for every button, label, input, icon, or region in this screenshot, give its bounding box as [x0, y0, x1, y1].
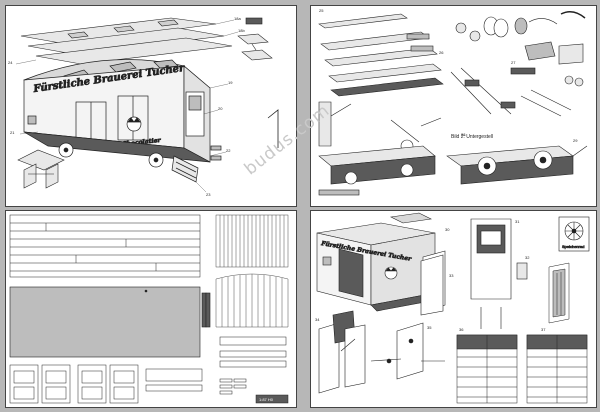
part-label: 35 — [427, 325, 432, 330]
part-label: 27 — [511, 60, 516, 65]
part-label: 21 — [10, 130, 15, 135]
part-label: 30 — [445, 227, 450, 232]
part-label: 25 — [319, 8, 324, 13]
sheet-code: 1:87 H0 — [259, 397, 274, 402]
loose-wall-panels — [318, 310, 366, 394]
part-label: 32 — [525, 255, 530, 260]
underframe-caption: Bild 2: Untergestell — [451, 134, 493, 140]
part-label: 20 — [218, 106, 223, 111]
interior-partition — [420, 254, 444, 316]
cabin-interior — [470, 218, 528, 329]
body-shell: Fürstliche Brauerei Tucher — [316, 222, 442, 312]
part-label: 26 — [439, 50, 444, 55]
assembly-sheet-underframe: 25 26 27 28 29 Bild 2: Untergestell — [310, 5, 597, 207]
part-label: 31 — [515, 219, 520, 224]
part-label: 23 — [206, 192, 211, 197]
lamp-bracket — [267, 109, 279, 148]
assembled-underframe-right — [446, 145, 588, 185]
carriage-body: Fürstliche Brauerei Tucher Chocolatier — [23, 59, 222, 183]
spoked-wheel-detail: Speichenrad — [558, 216, 590, 252]
buffer-beams — [406, 33, 434, 52]
part-label: 33 — [449, 273, 454, 278]
end-wall-panel — [215, 273, 289, 328]
part-label: 36 — [459, 327, 464, 332]
cut-parts-drawing: 1:87 H0 — [9, 214, 289, 404]
trim-strips — [145, 336, 287, 392]
carriage-sub-lettering: Chocolatier — [121, 137, 161, 148]
door-panels — [9, 364, 139, 404]
double-doors-right — [526, 334, 588, 404]
leader-lines — [15, 19, 239, 193]
small-fittings — [219, 378, 289, 404]
body-assembly-drawing: Fürstliche Brauerei Tucher Sp — [315, 212, 590, 404]
frame-rails — [318, 13, 444, 97]
step-unit — [17, 149, 65, 189]
carriage-assembly-drawing: Fürstliche Brauerei Tucher Chocolatier — [8, 16, 279, 197]
cut-parts-sheet: 1:87 H0 — [5, 210, 297, 408]
double-doors-left — [456, 334, 518, 404]
part-label: 34 — [315, 317, 320, 322]
part-label: 37 — [541, 327, 546, 332]
assembled-underframe-left — [318, 145, 436, 196]
planked-side-panel — [9, 214, 201, 278]
wheel-caption: Speichenrad — [562, 244, 584, 249]
brake-parts — [455, 11, 586, 87]
roof-vents — [67, 19, 179, 39]
vertical-plank-panel — [215, 214, 289, 268]
part-label: 18a — [234, 16, 241, 21]
vent-detail — [237, 17, 273, 61]
part-label: 29 — [573, 138, 578, 143]
underframe-assembly-drawing: 25 26 27 28 29 Bild 2: Untergestell — [318, 8, 588, 196]
door-hardware — [370, 322, 445, 380]
assembly-sheet-body: Fürstliche Brauerei Tucher Sp — [310, 210, 597, 408]
roof-panels-exploded — [20, 17, 233, 65]
roof-hatch — [390, 212, 432, 224]
end-door — [548, 262, 570, 324]
part-label: 18b — [238, 28, 245, 33]
part-label: 28 — [461, 132, 466, 137]
suspension-assembly — [318, 67, 572, 153]
assembly-sheet-carriage: Fürstliche Brauerei Tucher Chocolatier — [5, 5, 297, 207]
part-label: 19 — [228, 80, 233, 85]
part-label: 24 — [8, 60, 13, 65]
part-label: 22 — [226, 148, 231, 153]
floor-panel — [9, 286, 211, 358]
